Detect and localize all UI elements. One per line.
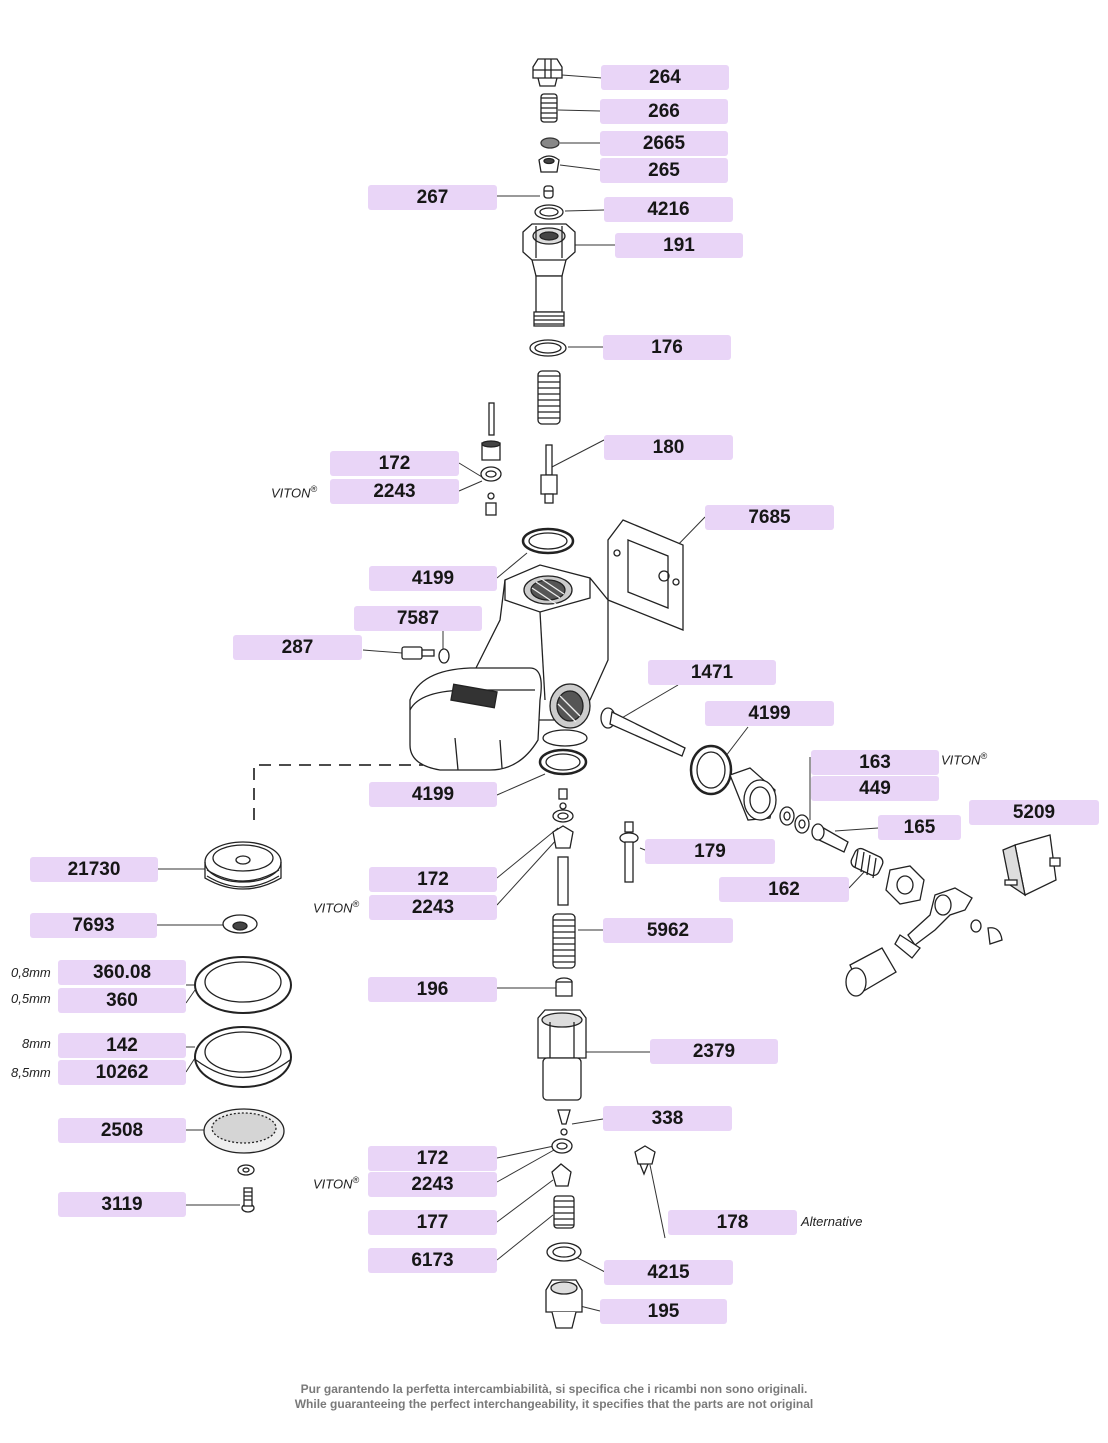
alternative-note: Alternative bbox=[801, 1214, 863, 1229]
part-tag-266: 266 bbox=[600, 99, 728, 124]
lever-knob bbox=[845, 947, 897, 997]
part-tag-21730: 21730 bbox=[30, 857, 158, 882]
body-191 bbox=[522, 223, 576, 327]
part-tag-178: 178 bbox=[668, 1210, 797, 1235]
part-tag-4215: 4215 bbox=[604, 1260, 733, 1285]
viton-note-lower: VITON® bbox=[313, 1175, 360, 1192]
part-tag-265: 265 bbox=[600, 158, 728, 183]
part-tag-4199-top: 4199 bbox=[369, 566, 497, 591]
part-tag-2243-middle: 2243 bbox=[369, 895, 497, 920]
part-tag-177: 177 bbox=[368, 1210, 497, 1235]
gasket-360 bbox=[194, 956, 292, 1014]
size-note-0-8mm: 0,8mm bbox=[11, 965, 51, 980]
part-tag-180: 180 bbox=[604, 435, 733, 460]
spring-5962 bbox=[552, 913, 576, 969]
disclaimer-italian: Pur garantendo la perfetta intercambiabi… bbox=[300, 1382, 808, 1396]
part-tag-1471: 1471 bbox=[648, 660, 776, 685]
disc-7693 bbox=[222, 914, 258, 934]
size-note-8mm: 8mm bbox=[22, 1036, 51, 1051]
spring-large bbox=[537, 370, 561, 425]
part-tag-3119: 3119 bbox=[58, 1192, 186, 1217]
part-tag-338: 338 bbox=[603, 1106, 732, 1131]
part-tag-5962: 5962 bbox=[603, 918, 733, 943]
plate-7685 bbox=[607, 519, 684, 631]
lever bbox=[894, 887, 1003, 959]
part-tag-191: 191 bbox=[615, 233, 743, 258]
part-tag-2243-lower: 2243 bbox=[368, 1172, 497, 1197]
part-tag-142: 142 bbox=[58, 1033, 186, 1058]
part-tag-7685: 7685 bbox=[705, 505, 834, 530]
part-tag-172-lower: 172 bbox=[368, 1146, 497, 1171]
part-tag-360-08: 360.08 bbox=[58, 960, 186, 985]
part-tag-4216: 4216 bbox=[604, 197, 733, 222]
spring-266 bbox=[540, 93, 558, 123]
shower-screen-2508 bbox=[203, 1108, 285, 1154]
part-tag-165: 165 bbox=[878, 815, 961, 840]
spring-162 bbox=[850, 847, 884, 879]
part-tag-287: 287 bbox=[233, 635, 362, 660]
nozzle-195 bbox=[545, 1279, 583, 1329]
shower-holder-21730 bbox=[204, 841, 282, 890]
part-tag-4199-bottom: 4199 bbox=[369, 782, 497, 807]
viton-note-middle: VITON® bbox=[313, 899, 360, 916]
disclaimer-english: While guaranteeing the perfect interchan… bbox=[294, 1397, 814, 1411]
pin-180 bbox=[540, 444, 558, 504]
viton-note-upper: VITON® bbox=[271, 484, 318, 501]
fitting-lateral bbox=[729, 767, 777, 821]
part-tag-7693: 7693 bbox=[30, 913, 157, 938]
part-tag-195: 195 bbox=[600, 1299, 727, 1324]
spring-6173 bbox=[553, 1195, 575, 1229]
shaft-1471 bbox=[600, 707, 686, 757]
size-note-0-5mm: 0,5mm bbox=[11, 991, 51, 1006]
switch-5209 bbox=[1002, 834, 1061, 897]
part-tag-2243-upper: 2243 bbox=[330, 479, 459, 504]
part-tag-449: 449 bbox=[811, 776, 939, 801]
viton-note-lateral: VITON® bbox=[941, 751, 988, 768]
gasket-142 bbox=[194, 1026, 292, 1088]
part-tag-176: 176 bbox=[603, 335, 731, 360]
part-tag-5209: 5209 bbox=[969, 800, 1099, 825]
part-tag-162: 162 bbox=[719, 877, 849, 902]
part-tag-10262: 10262 bbox=[58, 1060, 186, 1085]
part-tag-360: 360 bbox=[58, 988, 186, 1013]
size-note-8-5mm: 8,5mm bbox=[11, 1065, 51, 1080]
fitting-2379 bbox=[537, 1009, 587, 1101]
part-tag-179: 179 bbox=[645, 839, 775, 864]
part-tag-6173: 6173 bbox=[368, 1248, 497, 1273]
part-tag-163: 163 bbox=[811, 750, 939, 775]
part-tag-7587: 7587 bbox=[354, 606, 482, 631]
group-head-body bbox=[409, 564, 609, 771]
screw-3119 bbox=[241, 1187, 255, 1213]
part-tag-172-upper: 172 bbox=[330, 451, 459, 476]
part-tag-196: 196 bbox=[368, 977, 497, 1002]
part-tag-172-middle: 172 bbox=[369, 867, 497, 892]
part-tag-2508: 2508 bbox=[58, 1118, 186, 1143]
cap-264 bbox=[532, 58, 563, 87]
part-tag-2379: 2379 bbox=[650, 1039, 778, 1064]
part-tag-267: 267 bbox=[368, 185, 497, 210]
part-tag-4199-lateral: 4199 bbox=[705, 701, 834, 726]
part-tag-264: 264 bbox=[601, 65, 729, 90]
part-tag-2665: 2665 bbox=[600, 131, 728, 156]
